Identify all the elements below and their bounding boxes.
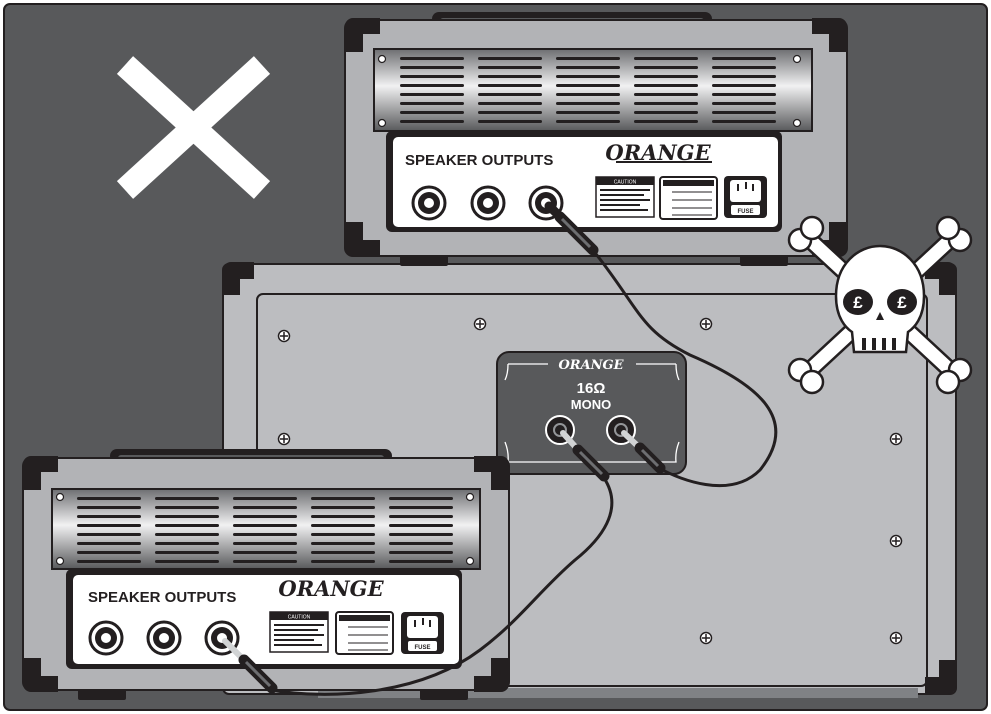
right-eye-pound-sign: £ <box>897 293 907 312</box>
corner-protector <box>345 222 380 256</box>
top-power-inlet[interactable]: FUSE <box>724 176 767 218</box>
jack-plate-brand: ORANGE <box>558 358 624 373</box>
mono-label: MONO <box>571 397 611 412</box>
corner-protector <box>223 262 254 295</box>
top-fuse-label: FUSE <box>737 209 753 215</box>
bottom-orange-logo: ORANGE <box>278 576 384 601</box>
top-orange-logo: ORANGE <box>605 140 711 165</box>
speaker-cable-bottom[interactable] <box>222 430 614 696</box>
bottom-speaker-outputs-label: SPEAKER OUTPUTS <box>88 589 236 606</box>
impedance-label: 16Ω <box>577 380 606 397</box>
bottom-warning-title: CAUTION <box>288 615 311 621</box>
top-speaker-output-2[interactable] <box>470 185 506 221</box>
speaker-cable-top[interactable] <box>544 201 778 488</box>
bottom-amp-head: SPEAKER OUTPUTS ORANGE CAUTION <box>22 449 510 700</box>
corner-protector <box>474 456 509 490</box>
top-speaker-output-1[interactable] <box>411 185 447 221</box>
x-mark-icon <box>116 56 271 199</box>
top-amp-back-panel <box>393 137 778 227</box>
cabinet-jack-plate: ORANGE 16Ω MONO <box>496 351 687 475</box>
corner-protector <box>345 18 380 52</box>
bottom-speaker-output-1[interactable] <box>88 620 124 656</box>
bottom-amp-vent-grill <box>51 488 481 570</box>
top-warning-label: CAUTION <box>595 176 655 218</box>
corner-protector <box>925 262 956 295</box>
left-eye-pound-sign: £ <box>853 293 863 312</box>
top-warning-title: CAUTION <box>614 180 637 186</box>
corner-protector <box>925 660 956 694</box>
bottom-rating-label <box>335 611 394 655</box>
top-amp-head: SPEAKER OUTPUTS ORANGE CAUTION <box>344 12 848 266</box>
corner-protector <box>23 456 58 490</box>
top-speaker-outputs-label: SPEAKER OUTPUTS <box>405 152 553 169</box>
top-amp-vent-grill <box>373 48 813 132</box>
bottom-power-inlet[interactable]: FUSE <box>401 612 444 654</box>
top-rating-label <box>659 176 718 220</box>
corner-protector <box>474 658 509 692</box>
bottom-warning-label: CAUTION <box>269 611 329 653</box>
corner-protector <box>23 658 58 692</box>
skull-crossbones-icon: £ £ <box>787 215 973 395</box>
bottom-fuse-label: FUSE <box>414 645 430 651</box>
bottom-speaker-output-2[interactable] <box>146 620 182 656</box>
corner-protector <box>812 18 847 52</box>
